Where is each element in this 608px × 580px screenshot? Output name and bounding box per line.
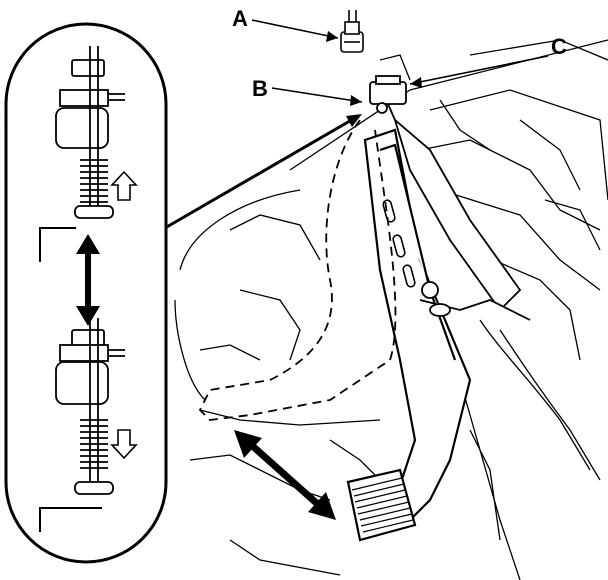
callout-arrowheads	[326, 31, 422, 106]
pedal-travel-phantom	[198, 119, 397, 421]
switch-lower	[55, 318, 125, 495]
spring-upper	[80, 159, 108, 203]
arm-slots	[382, 199, 416, 288]
brake-switch-assembly	[369, 75, 407, 121]
callout-label-b: B	[252, 76, 268, 101]
bracket-lower	[39, 507, 102, 532]
vehicle-structure	[174, 39, 608, 580]
switch-upper	[55, 46, 125, 219]
detail-inset	[4, 22, 168, 564]
arrow-up-icon	[110, 170, 138, 201]
double-arrow-icon	[76, 234, 100, 326]
detail-pointer-arrowhead	[346, 114, 362, 127]
arrow-down-icon	[110, 429, 138, 460]
pedal-arm	[363, 128, 472, 522]
spring-lower	[80, 419, 108, 469]
callout-label-a: A	[232, 6, 248, 31]
pedal-travel-arrow	[234, 430, 336, 520]
pedal-pad	[346, 468, 417, 542]
pedal-bracket	[393, 117, 531, 321]
callout-leaders	[251, 19, 549, 103]
bracket-upper	[39, 227, 76, 262]
detail-pointer	[164, 116, 356, 230]
connector-a-icon	[340, 10, 364, 53]
callout-label-c: C	[551, 34, 567, 59]
